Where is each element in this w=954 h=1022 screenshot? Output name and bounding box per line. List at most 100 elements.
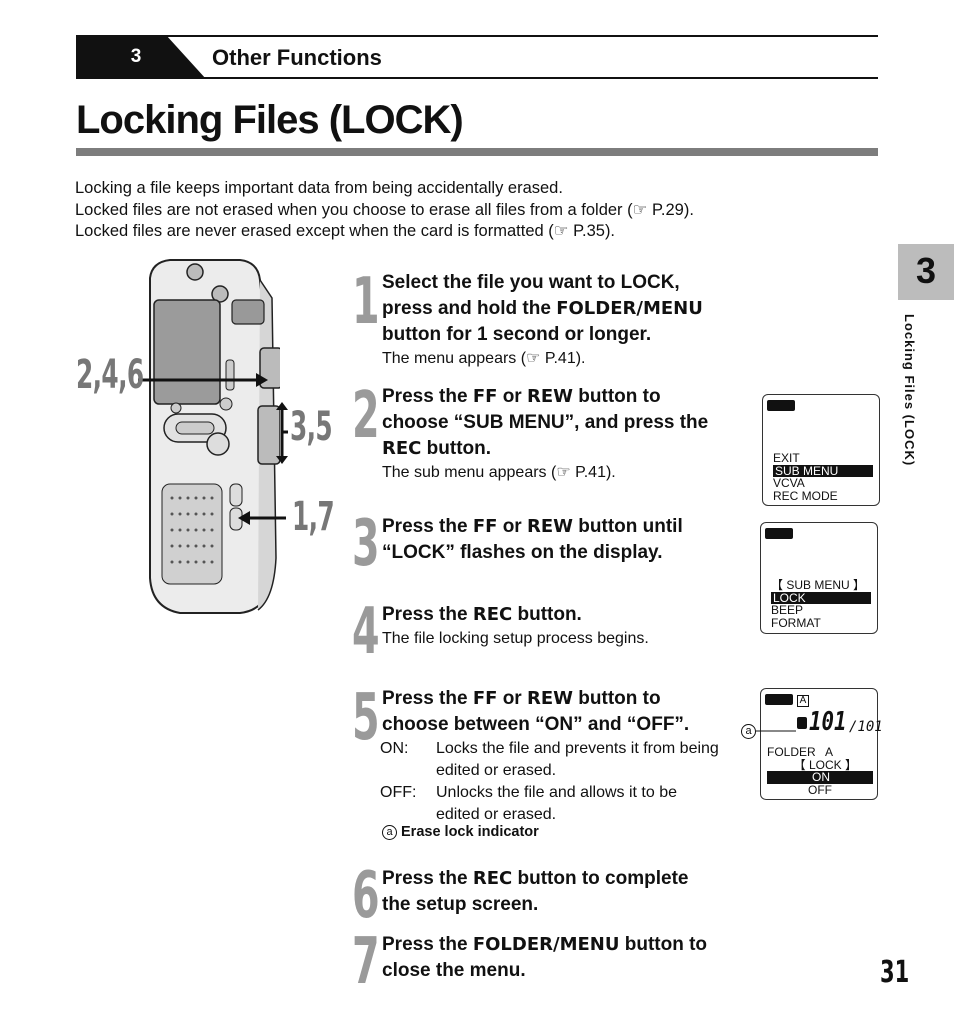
callout-steps-3-5: 3,5 bbox=[290, 404, 333, 450]
step-number: 3 bbox=[352, 507, 380, 581]
option-key: ON: bbox=[380, 740, 409, 757]
side-tab-label: Locking Files (LOCK) bbox=[902, 314, 917, 467]
note-text: Erase lock indicator bbox=[401, 824, 539, 840]
menu-rows: 【 SUB MENU 】 LOCK BEEP FORMAT bbox=[771, 579, 871, 629]
keyword-rec: REC bbox=[472, 604, 513, 625]
text: button to complete the setup screen. bbox=[382, 868, 689, 915]
text: Press the bbox=[382, 604, 473, 625]
step-number: 4 bbox=[352, 595, 380, 669]
page-title: Locking Files (LOCK) bbox=[76, 98, 464, 142]
text: button for 1 second or longer. bbox=[382, 324, 652, 345]
lcd-screen-lock-select: 【 SUB MENU 】 LOCK BEEP FORMAT bbox=[760, 522, 878, 634]
title-rule bbox=[76, 148, 878, 156]
keyword-rew: REW bbox=[526, 688, 573, 709]
erase-lock-note: a Erase lock indicator bbox=[382, 824, 539, 840]
step-number: 2 bbox=[352, 379, 380, 453]
option-description: Locks the file and prevents it from bein… bbox=[436, 740, 719, 779]
text: button to choose “SUB MENU”, and press t… bbox=[382, 386, 709, 433]
intro-text: Locking a file keeps important data from… bbox=[75, 178, 865, 243]
chapter-header-bar bbox=[76, 35, 878, 79]
battery-icon bbox=[767, 400, 795, 411]
text: or bbox=[497, 688, 527, 709]
intro-line: Locked files are not erased when you cho… bbox=[75, 200, 694, 219]
step-number: 1 bbox=[352, 265, 380, 339]
step-result: The sub menu appears (☞ P.41). bbox=[382, 464, 616, 481]
keyword-ff: FF bbox=[472, 386, 498, 407]
step-number: 6 bbox=[352, 859, 380, 933]
menu-row-selected: ON bbox=[767, 771, 873, 784]
step-instruction: Press the REC button. bbox=[382, 602, 722, 628]
text: Press the bbox=[382, 386, 473, 407]
menu-rows: FOLDER A 【 LOCK 】 ON OFF bbox=[767, 746, 873, 796]
step-instruction: Select the file you want to LOCK, press … bbox=[382, 270, 722, 348]
menu-row: EXIT bbox=[773, 451, 800, 465]
step-7: Press the FOLDER/MENU button to close th… bbox=[382, 932, 722, 984]
menu-row: OFF bbox=[808, 782, 832, 797]
option-key: OFF: bbox=[380, 784, 417, 801]
lock-options-list: ON: Locks the file and prevents it from b… bbox=[380, 738, 725, 826]
folder-label: FOLDER A bbox=[767, 745, 834, 759]
erase-lock-marker-a: a bbox=[741, 724, 756, 739]
text: button until “LOCK” flashes on the displ… bbox=[382, 516, 683, 563]
option-off: OFF:Unlocks the file and allows it to be… bbox=[380, 782, 725, 826]
text: Press the bbox=[382, 868, 473, 889]
step-instruction: Press the FF or REW button until “LOCK” … bbox=[382, 514, 722, 566]
chapter-tab bbox=[76, 35, 206, 79]
battery-icon bbox=[765, 528, 793, 539]
callout-steps-2-4-6: 2,4,6 bbox=[76, 352, 144, 398]
side-tab bbox=[898, 244, 954, 300]
chapter-number: 3 bbox=[130, 46, 142, 67]
step-4: Press the REC button. The file locking s… bbox=[382, 602, 722, 650]
intro-line: Locking a file keeps important data from… bbox=[75, 179, 563, 197]
voice-recorder-illustration bbox=[149, 259, 280, 614]
step-instruction: Press the FF or REW button to choose bet… bbox=[382, 686, 722, 738]
callout-arrows bbox=[138, 373, 288, 525]
step-2: Press the FF or REW button to choose “SU… bbox=[382, 384, 722, 484]
step-result: The menu appears (☞ P.41). bbox=[382, 350, 586, 367]
chapter-title: Other Functions bbox=[212, 45, 382, 70]
step-instruction: Press the FOLDER/MENU button to close th… bbox=[382, 932, 722, 984]
text: or bbox=[497, 516, 527, 537]
step-1: Select the file you want to LOCK, press … bbox=[382, 270, 722, 370]
marker-a: a bbox=[382, 825, 397, 840]
text: Press the bbox=[382, 516, 473, 537]
keyword-folder-menu: FOLDER/MENU bbox=[556, 298, 703, 319]
text: Select the file you want to LOCK, press … bbox=[382, 272, 680, 319]
option-on: ON: Locks the file and prevents it from b… bbox=[380, 738, 725, 782]
keyword-folder-menu: FOLDER/MENU bbox=[472, 934, 620, 955]
marker-leader-line bbox=[756, 730, 796, 732]
text: button. bbox=[512, 604, 582, 625]
text: or bbox=[497, 386, 527, 407]
menu-rows: EXIT SUB MENU VCVA REC MODE bbox=[773, 452, 873, 502]
step-instruction: Press the REC button to complete the set… bbox=[382, 866, 722, 918]
text: button to close the menu. bbox=[382, 934, 708, 981]
menu-row: REC MODE bbox=[773, 488, 838, 503]
lcd-screen-sub-menu: EXIT SUB MENU VCVA REC MODE bbox=[762, 394, 880, 506]
step-number: 5 bbox=[352, 681, 380, 755]
keyword-rew: REW bbox=[526, 386, 573, 407]
side-tab-number: 3 bbox=[915, 250, 937, 291]
menu-row-selected: LOCK bbox=[771, 591, 871, 604]
file-counter: 101 bbox=[809, 707, 847, 737]
text: button to choose between “ON” and “OFF”. bbox=[382, 688, 690, 735]
keyword-ff: FF bbox=[472, 516, 498, 537]
text: Press the bbox=[382, 934, 473, 955]
menu-row: BEEP bbox=[771, 603, 804, 617]
page-number: 31 bbox=[880, 955, 910, 990]
callout-steps-1-7: 1,7 bbox=[292, 494, 335, 540]
menu-header: 【 SUB MENU 】 bbox=[771, 578, 866, 592]
keyword-rec: REC bbox=[472, 868, 513, 889]
step-number: 7 bbox=[352, 925, 380, 999]
keyword-ff: FF bbox=[472, 688, 498, 709]
lock-indicator-icon bbox=[797, 717, 807, 729]
text: Press the bbox=[382, 688, 473, 709]
step-result: The file locking setup process begins. bbox=[382, 630, 649, 647]
step-3: Press the FF or REW button until “LOCK” … bbox=[382, 514, 722, 566]
step-instruction: Press the FF or REW button to choose “SU… bbox=[382, 384, 722, 462]
menu-header: 【 LOCK 】 bbox=[787, 757, 858, 772]
intro-line: Locked files are never erased except whe… bbox=[75, 222, 616, 240]
step-6: Press the REC button to complete the set… bbox=[382, 866, 722, 918]
file-total: /101 bbox=[849, 719, 883, 735]
battery-icon bbox=[765, 694, 793, 705]
menu-row: VCVA bbox=[773, 476, 805, 490]
